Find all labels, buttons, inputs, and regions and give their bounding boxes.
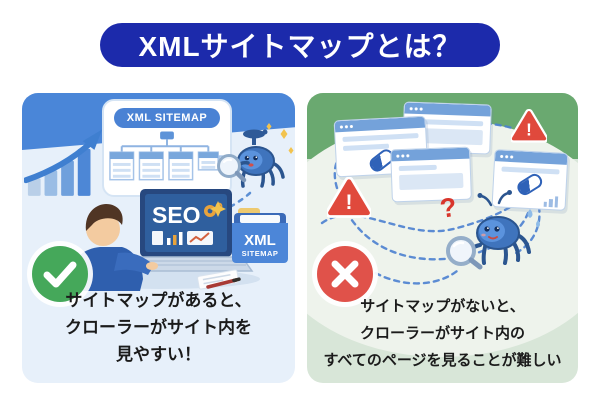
check-icon: [32, 246, 88, 302]
left-caption: サイトマップがあると、 クローラーがサイト内を 見やすい！: [22, 287, 295, 368]
caption-line: 見やすい！: [116, 345, 201, 364]
xml-sitemap-folder-icon: XML SITEMAP: [232, 208, 288, 263]
growth-chart-illustration: [24, 129, 103, 196]
magnifier-icon: [217, 154, 241, 178]
panel-with-sitemap: XML SITEMAP: [22, 93, 295, 383]
panel-without-sitemap: ! ! ?: [307, 93, 578, 383]
confused-crawler-robot-icon: ?: [438, 190, 540, 270]
warning-icon: !: [327, 177, 371, 218]
alert-mark: !: [346, 191, 353, 214]
question-mark: ?: [438, 192, 459, 224]
laptop-screen-label: SEO: [152, 202, 201, 228]
page-title: XMLサイトマップとは？: [138, 31, 462, 62]
pen: [206, 278, 238, 289]
warning-icon: !: [511, 109, 547, 143]
folder-label-line1: XML: [244, 232, 276, 249]
crawler-robot-icon: [217, 123, 294, 188]
caption-line: すべてのページを見ることが難しい: [323, 352, 562, 369]
caption-line: クローラーがサイト内を: [65, 318, 252, 337]
content-line: [398, 164, 438, 171]
person-at-laptop-illustration: SEO: [60, 189, 260, 291]
sparkle-icon: [210, 201, 226, 217]
sitemap-card-title: XML SITEMAP: [114, 108, 220, 128]
right-caption: サイトマップがないと、 クローラーがサイト内の すべてのページを見ることが難しい: [307, 293, 578, 374]
title-banner: XMLサイトマップとは？: [100, 23, 500, 67]
content-line: [501, 166, 560, 175]
alert-mark: !: [526, 120, 532, 139]
sparkle-icon: [280, 129, 288, 139]
sweat-drop-icon: [527, 209, 533, 218]
sitemap-card: XML SITEMAP: [102, 99, 232, 197]
folder-label-line2: SITEMAP: [242, 249, 279, 258]
content-line: [342, 133, 419, 142]
caption-line: サイトマップがあると、: [65, 291, 252, 310]
sitemap-tree-diagram: [109, 131, 228, 181]
caption-line: クローラーがサイト内の: [359, 325, 525, 342]
caption-line: サイトマップがないと、: [360, 298, 525, 315]
cross-icon: [317, 246, 373, 302]
